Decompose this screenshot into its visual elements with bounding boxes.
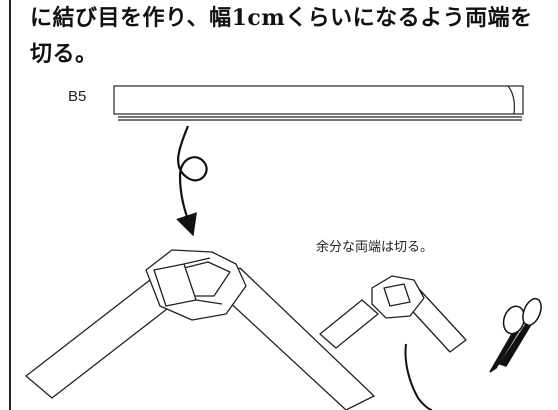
trim-note: 余分な両端は切る。	[316, 240, 434, 255]
heading-line-2: 切る。	[30, 41, 98, 67]
loop-arrow-icon	[176, 125, 208, 237]
scissors-icon	[489, 297, 542, 373]
paper-strip-icon	[113, 85, 524, 121]
instruction-heading: に結び目を作り、幅1cmくらいになるよう両端を 切る。	[30, 0, 550, 72]
trimmed-knot-icon	[319, 275, 467, 353]
paper-size-label: B5	[68, 88, 87, 105]
heading-line-1: に結び目を作り、幅1cmくらいになるよう両端を	[30, 5, 533, 31]
cut-line-icon	[404, 343, 433, 410]
margin-rule	[9, 0, 11, 410]
knot-icon	[25, 249, 375, 410]
